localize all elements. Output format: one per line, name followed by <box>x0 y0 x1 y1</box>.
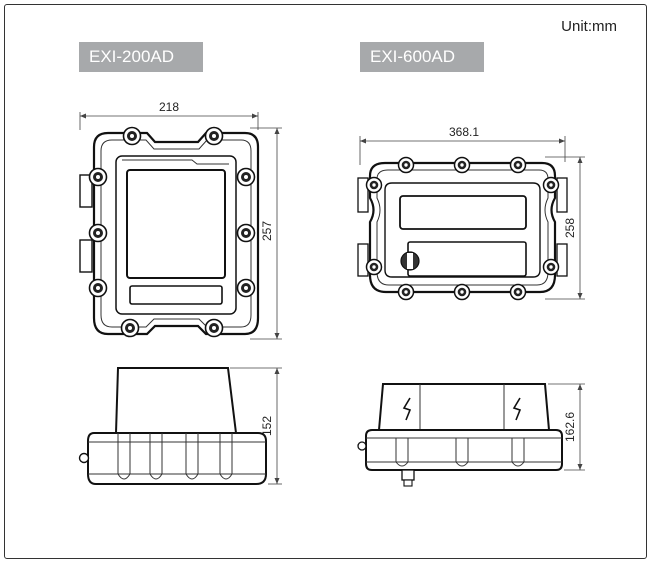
exi-200ad-depth-label: 152 <box>260 416 274 436</box>
exi-600ad-depth-label: 162.6 <box>563 412 577 442</box>
exi-600ad-front-view <box>357 136 585 301</box>
model-label-exi-600ad: EXI-600AD <box>360 42 484 72</box>
exi-600ad-height-label: 258 <box>563 218 577 238</box>
exi-200ad-side-view <box>78 367 282 485</box>
unit-label: Unit:mm <box>561 18 617 35</box>
exi-200ad-width-label: 218 <box>159 100 179 114</box>
exi-600ad-width-label: 368.1 <box>449 125 479 139</box>
exi-200ad-height-label: 257 <box>260 221 274 241</box>
model-label-exi-200ad: EXI-200AD <box>79 42 203 72</box>
exi-600ad-side-view <box>357 383 585 487</box>
exi-200ad-front-view <box>79 112 282 340</box>
drawing-border <box>4 4 647 559</box>
